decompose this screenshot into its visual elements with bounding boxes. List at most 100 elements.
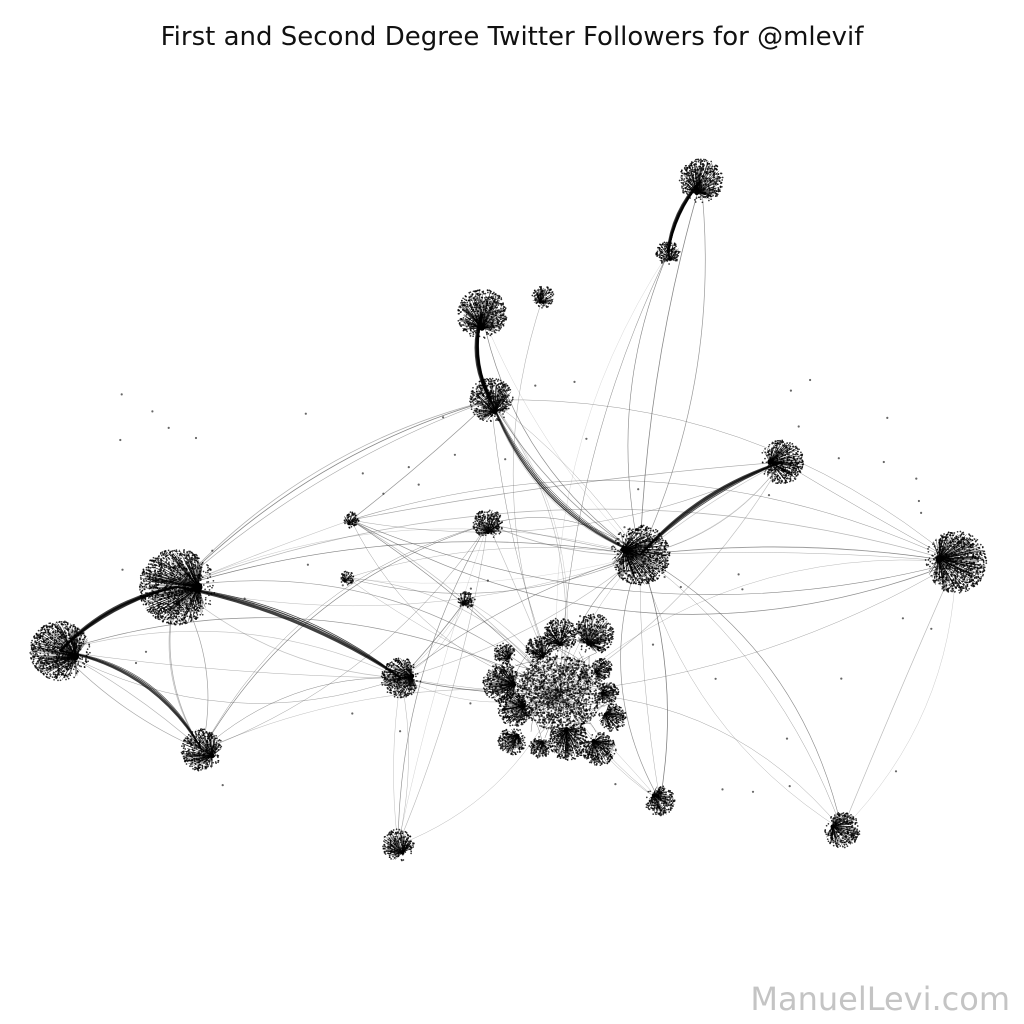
follower-node (578, 753, 580, 755)
follower-node (173, 570, 175, 572)
follower-node (542, 745, 545, 747)
follower-node (582, 620, 584, 622)
follower-node (585, 618, 587, 621)
follower-node (502, 705, 505, 708)
follower-node (486, 694, 489, 696)
follower-node (520, 723, 523, 726)
follower-node (532, 751, 535, 754)
follower-node (603, 742, 606, 744)
follower-node (597, 637, 600, 640)
follower-node (580, 638, 583, 640)
follower-node (513, 718, 515, 721)
follower-node (518, 747, 520, 750)
follower-node (597, 740, 599, 743)
follower-node (618, 709, 621, 711)
follower-node (594, 758, 597, 761)
follower-node (521, 747, 524, 750)
follower-node (510, 686, 513, 689)
follower-node (188, 571, 191, 574)
follower-node (163, 557, 165, 560)
follower-node (588, 742, 590, 744)
follower-node (207, 571, 209, 574)
follower-node (565, 645, 568, 648)
follower-node (538, 638, 541, 640)
follower-node (512, 705, 514, 707)
follower-node (494, 667, 497, 670)
follower-node (590, 623, 592, 625)
follower-node (573, 628, 576, 631)
follower-node (598, 643, 601, 646)
follower-node (163, 552, 166, 555)
follower-node (572, 639, 575, 642)
follower-node (508, 716, 511, 719)
follower-node (513, 650, 516, 652)
follower-node (497, 656, 499, 658)
follower-node (574, 729, 577, 732)
follower-node (189, 592, 192, 595)
follower-node (571, 756, 574, 759)
follower-node (609, 689, 612, 692)
follower-node (608, 691, 611, 694)
follower-node (166, 596, 169, 599)
follower-node (565, 623, 567, 626)
follower-node (510, 677, 513, 680)
follower-node (513, 674, 516, 677)
follower-node (180, 567, 183, 570)
follower-node (570, 633, 573, 636)
follower-node (599, 647, 602, 649)
follower-node (544, 636, 546, 639)
follower-node (616, 705, 618, 707)
follower-node (613, 752, 616, 755)
follower-node (620, 706, 622, 709)
edge-68 (559, 692, 661, 802)
follower-node (579, 754, 582, 757)
hub-fibre-35 (512, 691, 543, 743)
follower-node (551, 745, 554, 748)
follower-node (564, 634, 567, 637)
follower-node (609, 743, 612, 746)
follower-node (187, 562, 189, 564)
follower-node (546, 633, 549, 636)
follower-node (503, 676, 506, 679)
follower-node (610, 663, 613, 665)
follower-node (612, 715, 614, 718)
follower-node (539, 635, 542, 638)
follower-node (577, 733, 580, 736)
follower-node (190, 562, 193, 565)
follower-node (599, 761, 601, 764)
follower-node (587, 624, 590, 627)
follower-node (178, 598, 181, 601)
follower-node (196, 560, 199, 563)
follower-node (544, 626, 546, 629)
follower-node (482, 687, 485, 690)
follower-node (546, 623, 549, 625)
follower-node (516, 715, 518, 718)
follower-node (593, 751, 596, 754)
follower-node (605, 637, 608, 640)
follower-node (494, 654, 497, 657)
follower-node (149, 563, 152, 566)
follower-node (506, 652, 509, 655)
follower-node (610, 716, 613, 718)
follower-node (606, 747, 609, 750)
follower-node (600, 658, 603, 661)
follower-node (608, 716, 611, 718)
follower-node (547, 747, 550, 749)
follower-node (565, 736, 568, 739)
follower-node (543, 647, 546, 649)
follower-node (161, 615, 163, 617)
follower-node (187, 590, 190, 593)
follower-node (608, 722, 611, 725)
follower-node (189, 594, 192, 597)
follower-node (542, 751, 545, 753)
follower-node (599, 741, 602, 744)
follower-node (599, 746, 602, 749)
follower-node (540, 650, 543, 653)
follower-node (570, 754, 573, 757)
follower-node (509, 700, 511, 703)
follower-node (571, 747, 574, 750)
follower-node (152, 556, 155, 559)
follower-node (484, 684, 486, 687)
follower-node (494, 698, 496, 701)
node-cluster (548, 720, 590, 761)
